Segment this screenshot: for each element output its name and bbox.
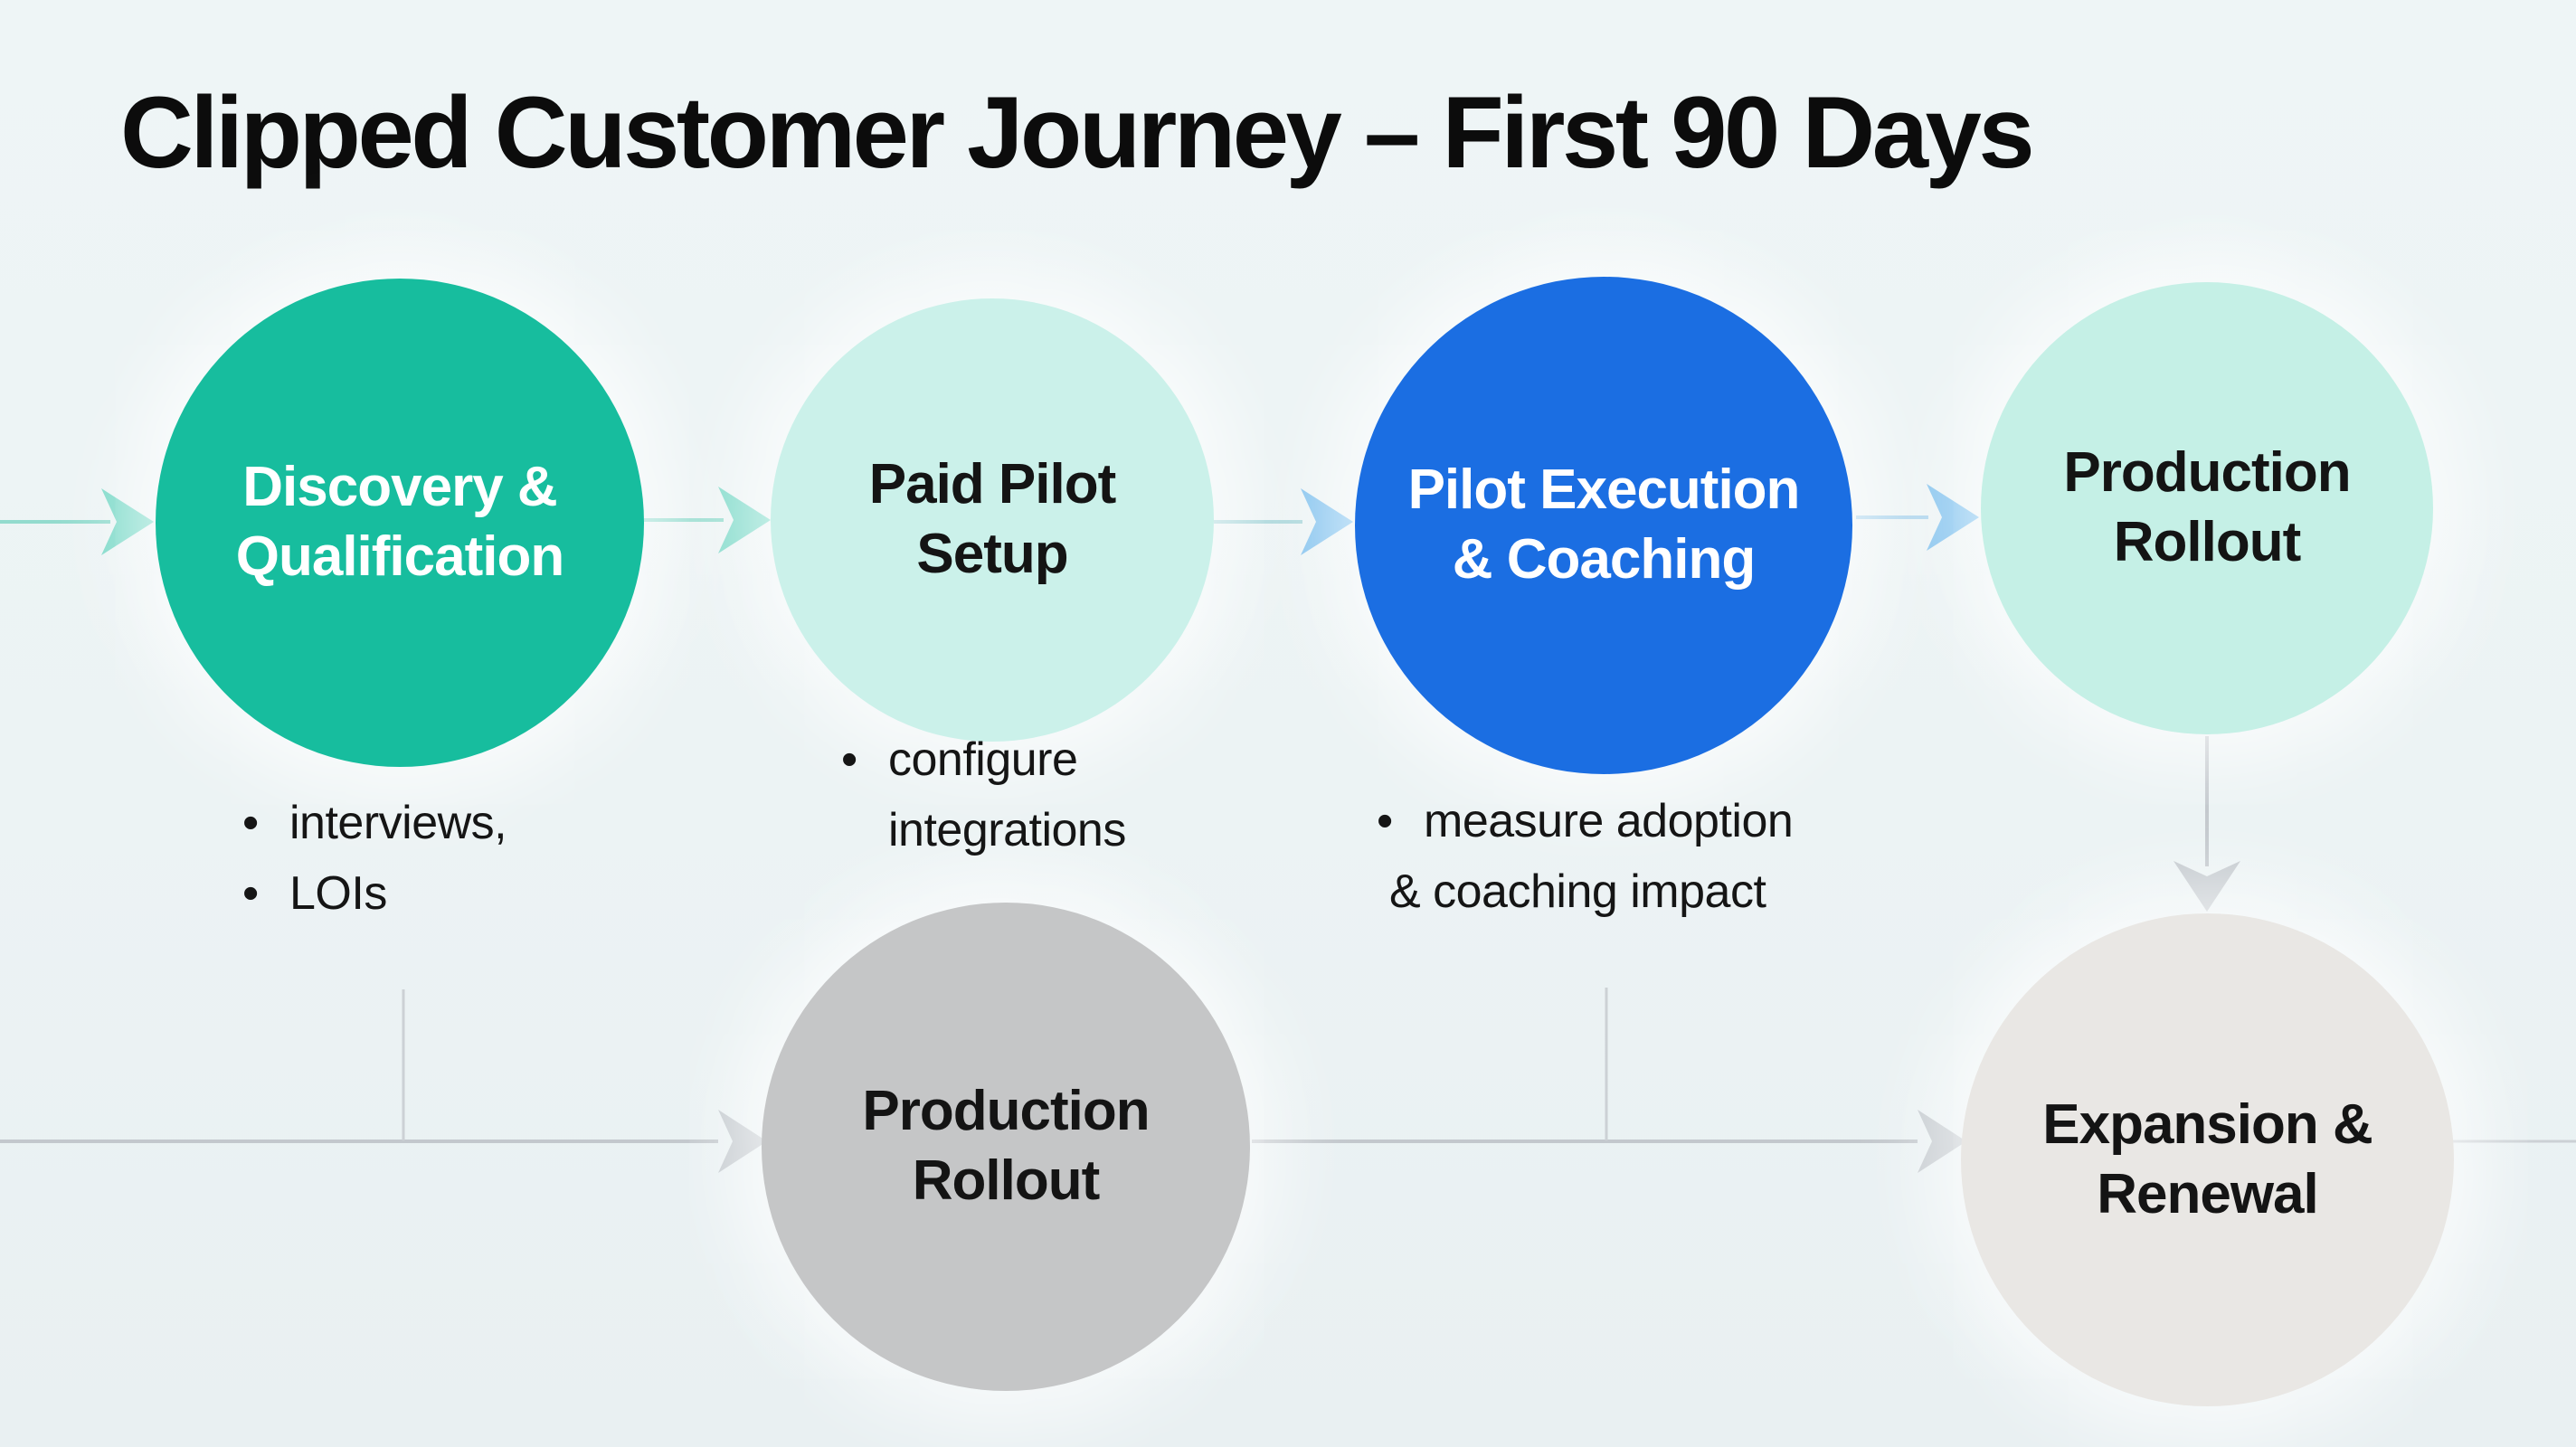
bullet-item: • interviews, [242,796,507,866]
stage-label-line: Paid Pilot [868,453,1116,516]
bullet-text: & coaching impact [1389,865,1766,918]
stage-label-line: Setup [916,523,1068,585]
bullet-text: measure adoption [1424,795,1794,847]
bullets-discovery: • interviews, • LOIs [242,796,507,937]
bullet-item: & coaching impact [1377,865,1793,935]
stage-label-line: & Coaching [1452,528,1756,591]
stage-label-line: Qualification [235,525,564,588]
bullet-marker: • [242,867,259,920]
stage-label: Paid Pilot Setup [868,450,1116,590]
arrow-entry-discovery [0,488,154,555]
diagram-title: Clipped Customer Journey – First 90 Days [120,76,2035,189]
stage-label: Production Rollout [2063,439,2351,578]
stage-production-rollout-top: Production Rollout [1981,282,2433,734]
stage-label-line: Rollout [2113,511,2302,573]
bullet-text: integrations [888,804,1126,856]
bullet-text: LOIs [289,867,387,920]
stage-label: Pilot Execution & Coaching [1407,456,1801,595]
bullet-item: • measure adoption [1377,794,1794,865]
stage-label: Expansion & Renewal [2042,1091,2373,1230]
stage-production-rollout-bottom: Production Rollout [762,903,1250,1391]
stage-expansion-renewal: Expansion & Renewal [1961,913,2454,1406]
arrow-discovery-to-pilot-setup [644,487,771,553]
bullet-item: • LOIs [242,866,507,937]
stage-label: Discovery & Qualification [236,453,564,592]
bullet-marker: • [1377,795,1393,847]
bullet-marker: • [242,797,259,849]
stage-label: Production Rollout [862,1077,1150,1216]
stage-label-line: Rollout [912,1149,1101,1212]
arrow-execution-to-rollout [1856,484,1979,551]
stage-label-line: Discovery & [242,456,557,519]
stage-paid-pilot-setup: Paid Pilot Setup [771,298,1214,742]
bullets-paid-pilot-setup: • configure integrations [841,733,1126,874]
stage-label-line: Pilot Execution [1407,459,1801,522]
bottom-timeline-middle [1252,988,1966,1173]
stage-discovery-qualification: Discovery & Qualification [156,279,644,767]
bullet-text: interviews, [289,797,507,849]
stage-pilot-execution-coaching: Pilot Execution & Coaching [1355,277,1852,774]
bullet-item: integrations [841,803,1126,874]
arrow-pilot-setup-to-execution [1214,488,1353,555]
bullet-text: configure [888,733,1078,786]
arrow-rollout-down-to-expansion [2174,736,2240,912]
bottom-timeline-left [0,989,767,1173]
bullet-marker: • [841,733,857,786]
stage-label-line: Expansion & [2042,1092,2373,1156]
stage-label-line: Production [862,1080,1150,1143]
bullets-pilot-execution: • measure adoption & coaching impact [1377,794,1794,935]
stage-label-line: Production [2063,441,2351,505]
stage-label-line: Renewal [2097,1162,2319,1225]
bullet-item: • configure [841,733,1126,803]
